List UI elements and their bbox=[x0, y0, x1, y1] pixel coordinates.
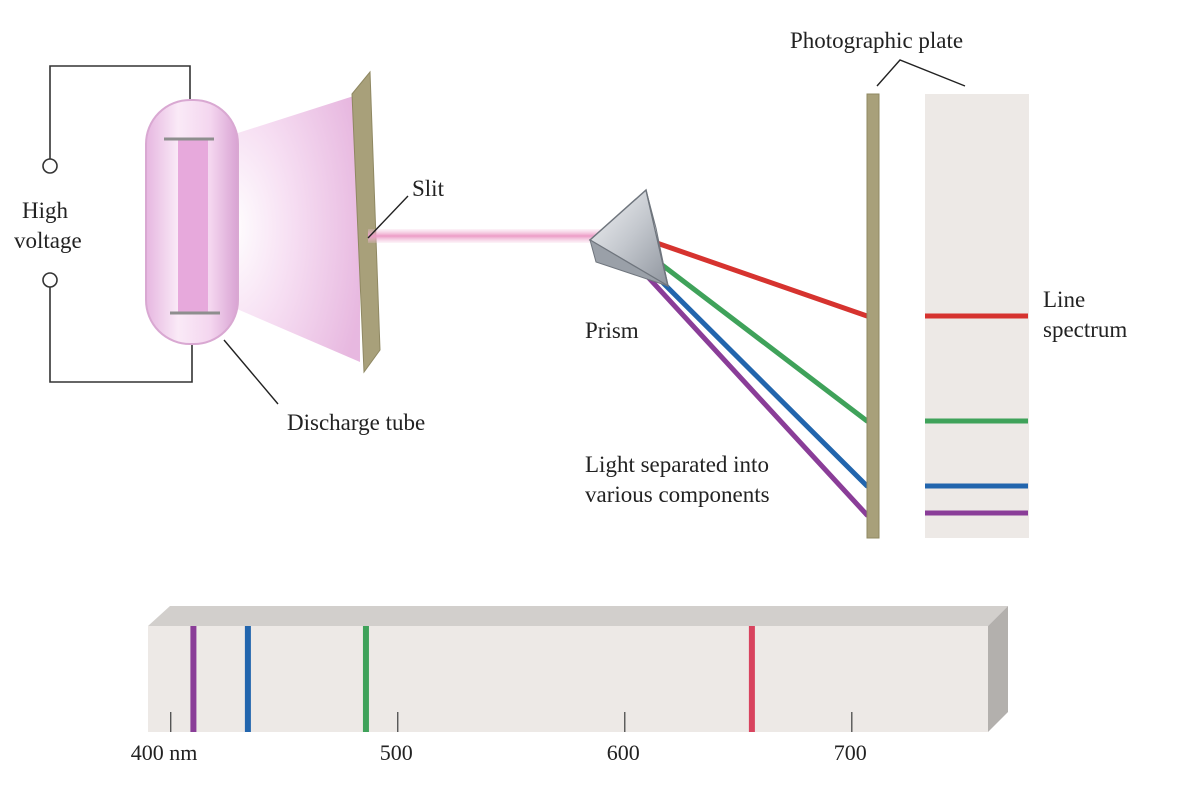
label-photographic-plate: Photographic plate bbox=[790, 28, 963, 53]
axis-tick-label-500: 500 bbox=[380, 740, 413, 765]
label-spectrum: spectrum bbox=[1043, 317, 1127, 342]
ray-green bbox=[625, 236, 870, 424]
lower-wire bbox=[49, 287, 193, 383]
circuit: High voltage bbox=[14, 65, 193, 383]
label-line: Line bbox=[1043, 287, 1085, 312]
spectrum-lines bbox=[190, 626, 755, 732]
spectral-line-410 bbox=[190, 626, 197, 732]
leader-plate bbox=[876, 59, 966, 87]
bar-front bbox=[148, 626, 988, 732]
leader-lines bbox=[223, 59, 966, 405]
dispersed-rays bbox=[621, 230, 870, 518]
terminal-icon bbox=[42, 272, 58, 288]
spectral-line-434 bbox=[244, 626, 251, 732]
discharge-tube-icon bbox=[145, 99, 239, 345]
slit-plate bbox=[351, 70, 381, 374]
ray-red bbox=[625, 230, 870, 319]
spectral-line-656 bbox=[748, 626, 755, 732]
leader-discharge bbox=[223, 339, 279, 405]
label-prism: Prism bbox=[585, 318, 639, 343]
leader-slit bbox=[367, 195, 409, 239]
prism-icon bbox=[588, 188, 670, 288]
label-separated-1: Light separated into bbox=[585, 452, 769, 477]
label-high: High bbox=[22, 198, 69, 223]
photographic-plate-icon bbox=[866, 93, 880, 539]
spectral-line-486 bbox=[362, 626, 369, 732]
axis-tick-label-400: 400 nm bbox=[131, 740, 198, 765]
label-separated-2: various components bbox=[585, 482, 770, 507]
light-cone bbox=[216, 94, 360, 362]
bar-side bbox=[988, 606, 1008, 732]
spectrum-bar: 400 nm 500 600 700 bbox=[131, 606, 1008, 765]
bar-top bbox=[148, 606, 1008, 626]
light-beam bbox=[368, 229, 613, 243]
label-slit: Slit bbox=[412, 176, 445, 201]
axis-tick-label-600: 600 bbox=[607, 740, 640, 765]
terminal-icon bbox=[42, 158, 58, 174]
axis-tick-label-700: 700 bbox=[834, 740, 867, 765]
axis-ticks: 400 nm 500 600 700 bbox=[131, 712, 867, 765]
ray-violet bbox=[621, 248, 870, 518]
label-voltage: voltage bbox=[14, 228, 82, 253]
label-discharge-tube: Discharge tube bbox=[287, 410, 425, 435]
ray-blue bbox=[623, 243, 870, 489]
